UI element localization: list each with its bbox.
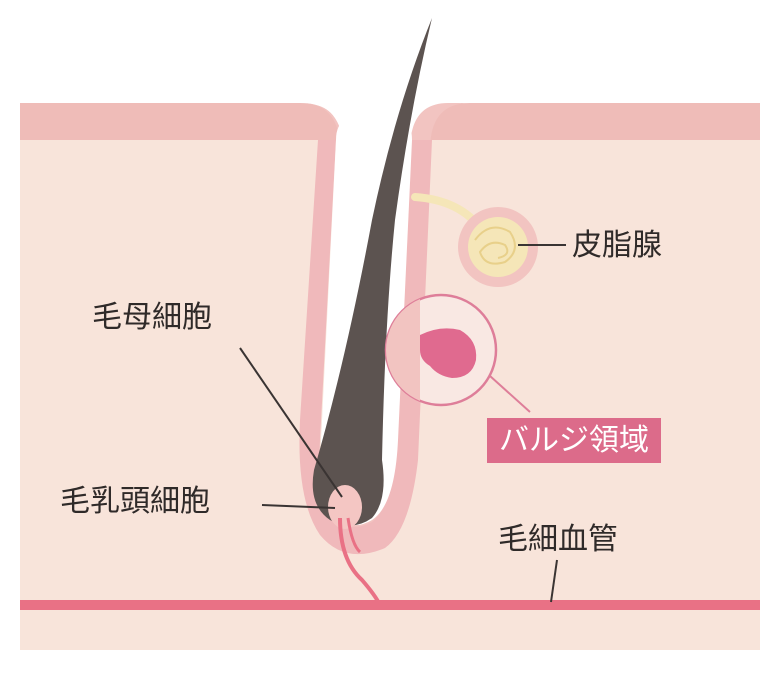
sebaceous-gland (468, 217, 528, 277)
leader-hair-matrix (239, 347, 343, 498)
hair-shaft (312, 18, 432, 526)
leader-bulge (489, 375, 531, 413)
dermal-papilla (328, 485, 362, 529)
epidermis-left (20, 103, 340, 140)
epidermis-right (430, 103, 760, 140)
capillary-vessel (20, 600, 760, 610)
label-sebaceous-gland: 皮脂腺 (572, 228, 662, 263)
leader-dermal-papilla (261, 504, 336, 509)
label-bulge-region: バルジ領域 (487, 418, 661, 463)
capillary-loop-inner (346, 517, 362, 554)
follicle-sheath (299, 140, 432, 555)
sebaceous-gland-texture (474, 226, 516, 265)
label-hair-matrix-cells: 毛母細胞 (92, 300, 212, 335)
leader-capillary (550, 559, 558, 603)
label-dermal-papilla-cells: 毛乳頭細胞 (60, 484, 210, 519)
capillary-loop (338, 517, 382, 606)
label-capillary: 毛細血管 (498, 522, 618, 557)
bulge-region (420, 328, 477, 378)
